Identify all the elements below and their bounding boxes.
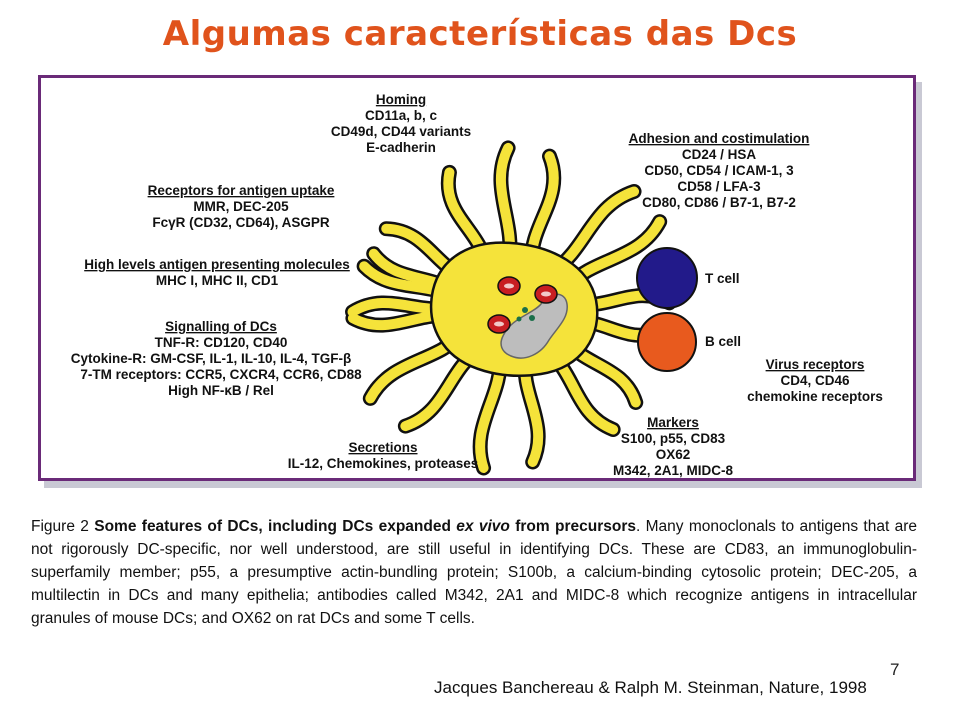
markers-line: OX62 <box>656 447 691 462</box>
uptake-heading: Receptors for antigen uptake <box>148 183 335 198</box>
caption-body: . Many monoclonals to antigens that are … <box>31 518 918 627</box>
vesicle <box>516 316 522 322</box>
secretions-heading: Secretions <box>348 440 417 455</box>
adhesion-heading: Adhesion and costimulation <box>629 131 810 146</box>
label-antigen-uptake: Receptors for antigen uptake MMR, DEC-20… <box>148 183 335 230</box>
t-cell-label: T cell <box>705 271 740 286</box>
signalling-line: TNF-R: CD120, CD40 <box>155 335 288 350</box>
signalling-heading: Signalling of DCs <box>165 319 277 334</box>
page-number: 7 <box>890 660 900 679</box>
slide-title: Algumas características das Dcs <box>162 14 798 54</box>
granule-group <box>487 276 558 334</box>
markers-line: S100, p55, CD83 <box>621 431 726 446</box>
homing-heading: Homing <box>376 92 426 107</box>
cell-body <box>429 241 599 377</box>
virus-heading: Virus receptors <box>766 357 865 372</box>
vesicle <box>522 307 528 313</box>
adhesion-line: CD80, CD86 / B7-1, B7-2 <box>642 195 796 210</box>
homing-line: CD49d, CD44 variants <box>331 124 471 139</box>
caption-bold: Some features of DCs, including DCs expa… <box>94 518 457 535</box>
presenting-line: MHC I, MHC II, CD1 <box>156 273 279 288</box>
citation: Jacques Banchereau & Ralph M. Steinman, … <box>434 678 867 697</box>
granule-core <box>504 283 514 289</box>
markers-line: M342, 2A1, MIDC-8 <box>613 463 734 478</box>
markers-heading: Markers <box>647 415 699 430</box>
uptake-line: MMR, DEC-205 <box>193 199 289 214</box>
label-virus: Virus receptors CD4, CD46 chemokine rece… <box>747 357 883 404</box>
adhesion-line: CD24 / HSA <box>682 147 757 162</box>
presenting-heading: High levels antigen presenting molecules <box>84 257 350 272</box>
virus-line: CD4, CD46 <box>780 373 850 388</box>
virus-line: chemokine receptors <box>747 389 883 404</box>
figure-caption: Figure 2 Some features of DCs, including… <box>31 515 917 630</box>
homing-line: E-cadherin <box>366 140 436 155</box>
caption-bold-italic: ex vivo <box>456 518 510 535</box>
label-signalling: Signalling of DCs TNF-R: CD120, CD40 Cyt… <box>71 319 362 398</box>
granule-core <box>494 321 504 327</box>
signalling-line: High NF-κB / Rel <box>168 383 274 398</box>
label-markers: Markers S100, p55, CD83 OX62 M342, 2A1, … <box>613 415 734 478</box>
vesicle <box>529 315 535 321</box>
granule-core <box>541 291 551 297</box>
cell-nucleus <box>500 293 568 359</box>
label-antigen-presenting: High levels antigen presenting molecules… <box>84 257 350 288</box>
adhesion-line: CD50, CD54 / ICAM-1, 3 <box>644 163 794 178</box>
caption-bold-end: from precursors <box>509 518 636 535</box>
adhesion-line: CD58 / LFA-3 <box>677 179 761 194</box>
figure-frame: Homing CD11a, b, c CD49d, CD44 variants … <box>38 75 916 481</box>
label-secretions: Secretions IL-12, Chemokines, proteases <box>288 440 479 471</box>
label-homing: Homing CD11a, b, c CD49d, CD44 variants … <box>331 92 471 155</box>
uptake-line: FcγR (CD32, CD64), ASGPR <box>152 215 330 230</box>
b-cell-label: B cell <box>705 334 741 349</box>
signalling-line: Cytokine-R: GM-CSF, IL-1, IL-10, IL-4, T… <box>71 351 352 366</box>
t-cell <box>636 247 698 309</box>
dendritic-cell-diagram: Homing CD11a, b, c CD49d, CD44 variants … <box>71 92 883 478</box>
b-cell <box>637 312 697 372</box>
caption-prefix: Figure 2 <box>31 518 95 535</box>
secretions-line: IL-12, Chemokines, proteases <box>288 456 479 471</box>
signalling-line: 7-TM receptors: CCR5, CXCR4, CCR6, CD88 <box>80 367 362 382</box>
homing-line: CD11a, b, c <box>365 108 438 123</box>
label-adhesion: Adhesion and costimulation CD24 / HSA CD… <box>629 131 810 210</box>
